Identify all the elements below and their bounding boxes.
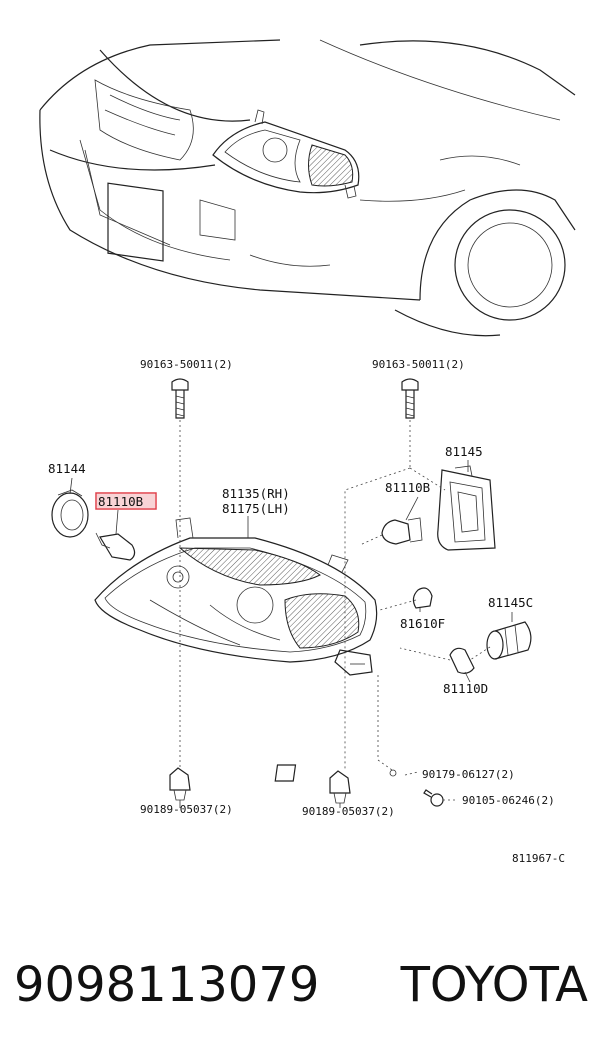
label-socket-cover: 81144 bbox=[48, 461, 86, 476]
label-headlamp-rh: 81135(RH) bbox=[222, 486, 290, 501]
screw-illustration bbox=[423, 789, 444, 807]
bulb-d-illustration bbox=[449, 647, 475, 674]
brand-name: TOYOTA bbox=[400, 957, 588, 1013]
label-cover: 81145 bbox=[445, 444, 483, 459]
label-bulb-d: 81110D bbox=[443, 681, 488, 696]
label-nut: 90179-06127(2) bbox=[422, 768, 515, 781]
label-socket-c: 81145C bbox=[488, 595, 533, 610]
label-clip-right: 90189-05037(2) bbox=[302, 805, 395, 818]
clip-right-illustration bbox=[329, 770, 351, 804]
label-bulb-right: 81110B bbox=[385, 480, 430, 495]
bolt-right-illustration bbox=[401, 378, 419, 419]
label-bolt-left: 90163-50011(2) bbox=[140, 358, 233, 371]
socket-c-illustration bbox=[486, 621, 532, 660]
car-headlamp-location bbox=[212, 109, 360, 199]
highlight-box bbox=[95, 492, 157, 510]
car-front-illustration bbox=[39, 39, 576, 337]
highlight-fill bbox=[97, 494, 155, 508]
leader-lines bbox=[69, 420, 513, 808]
label-headlamp-lh: 81175(LH) bbox=[222, 501, 290, 516]
part-number: 9098113079 bbox=[14, 957, 320, 1013]
label-screw: 90105-06246(2) bbox=[462, 794, 555, 807]
label-bulb-f: 81610F bbox=[400, 616, 445, 631]
rear-cover-illustration bbox=[437, 465, 496, 551]
figure-code: 811967-C bbox=[512, 852, 565, 865]
headlamp-assembly bbox=[94, 517, 378, 676]
bolt-left-illustration bbox=[171, 378, 189, 419]
label-bolt-right: 90163-50011(2) bbox=[372, 358, 465, 371]
footer: 9098113079 TOYOTA bbox=[14, 940, 594, 1030]
label-bulb-highlighted[interactable]: 81110B bbox=[98, 494, 143, 509]
bulb-right-illustration bbox=[381, 517, 423, 545]
nut-illustration bbox=[274, 764, 397, 782]
bulb-left-illustration bbox=[95, 532, 136, 561]
label-clip-left: 90189-05037(2) bbox=[140, 803, 233, 816]
parts-diagram: 90163-50011(2) 90163-50011(2) 81144 8111… bbox=[39, 39, 576, 865]
socket-cover-illustration bbox=[51, 489, 89, 538]
clip-left-illustration bbox=[169, 767, 191, 801]
bulb-f-illustration bbox=[412, 587, 433, 609]
